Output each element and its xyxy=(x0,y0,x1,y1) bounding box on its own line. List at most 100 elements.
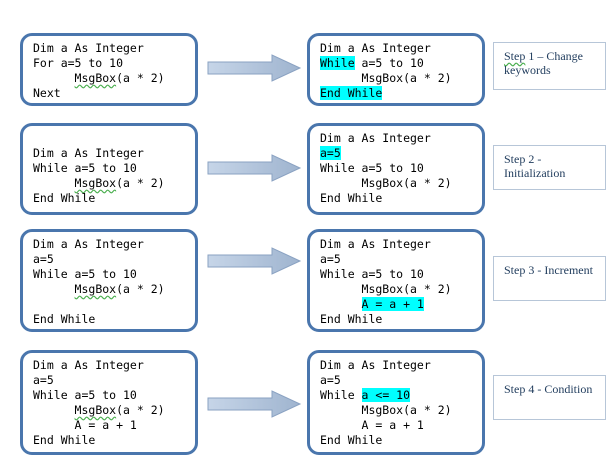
code-line xyxy=(33,131,195,146)
arrow-right-icon xyxy=(207,247,302,275)
arrow-right-icon xyxy=(207,54,302,82)
code-line: While a=5 to 10 xyxy=(33,267,195,282)
arrow-right-icon xyxy=(207,154,302,182)
code-line: a=5 xyxy=(33,252,195,267)
code-text: While a=5 to 10 xyxy=(33,388,137,402)
code-line: Dim a As Integer xyxy=(320,41,482,56)
code-line: Dim a As Integer xyxy=(33,358,195,373)
code-line: A = a + 1 xyxy=(33,418,195,433)
code-line: Dim a As Integer xyxy=(320,358,482,373)
code-text: a=5 to 10 xyxy=(354,56,424,70)
highlighted-code: a <= 10 xyxy=(361,388,411,402)
code-text xyxy=(33,71,75,85)
code-line: While a=5 to 10 xyxy=(320,161,482,176)
code-line: End While xyxy=(320,312,482,327)
code-line: A = a + 1 xyxy=(320,297,482,312)
code-text: MsgBox xyxy=(74,71,117,85)
step-label-4: Step 4 - Condition xyxy=(493,375,606,420)
code-text: MsgBox(a * 2) xyxy=(320,176,452,190)
code-text: a=5 xyxy=(320,373,341,387)
code-line: End While xyxy=(320,433,482,448)
code-line: MsgBox(a * 2) xyxy=(33,176,195,191)
code-line: a=5 xyxy=(320,252,482,267)
code-text: MsgBox xyxy=(74,282,117,296)
code-line: End While xyxy=(33,433,195,448)
code-text xyxy=(33,176,75,190)
code-text: Next xyxy=(33,86,61,100)
code-text: MsgBox(a * 2) xyxy=(320,71,452,85)
step-text-first-word: Step xyxy=(504,49,526,63)
step-text: Step 3 - Increment xyxy=(504,263,593,277)
code-line: While a=5 to 10 xyxy=(33,161,195,176)
code-line: Dim a As Integer xyxy=(33,41,195,56)
code-line: End While xyxy=(33,191,195,206)
code-text: While a=5 to 10 xyxy=(320,161,424,175)
code-line: a=5 xyxy=(33,373,195,388)
code-line: a=5 xyxy=(320,146,482,161)
code-line: MsgBox(a * 2) xyxy=(33,282,195,297)
code-text: End While xyxy=(320,312,383,326)
code-text: End While xyxy=(320,433,383,447)
code-text: While xyxy=(320,388,362,402)
step-text: Step 4 - Condition xyxy=(504,382,593,396)
code-text: End While xyxy=(33,191,96,205)
code-text: End While xyxy=(33,312,96,326)
code-text: a=5 xyxy=(33,252,54,266)
highlighted-code: a=5 xyxy=(320,146,341,160)
code-text: Dim a As Integer xyxy=(320,237,431,251)
code-line: Next xyxy=(33,86,195,101)
code-line: MsgBox(a * 2) xyxy=(320,403,482,418)
code-text: MsgBox xyxy=(74,176,117,190)
code-line: While a=5 to 10 xyxy=(320,267,482,282)
step-label-2: Step 2 - Initialization xyxy=(493,145,606,190)
code-line: MsgBox(a * 2) xyxy=(320,282,482,297)
code-text xyxy=(320,297,362,311)
step-text: Step 2 - Initialization xyxy=(504,152,566,180)
code-line: MsgBox(a * 2) xyxy=(33,71,195,86)
code-text: Dim a As Integer xyxy=(33,237,144,251)
code-text: While a=5 to 10 xyxy=(320,267,424,281)
code-text: End While xyxy=(320,191,383,205)
code-line: While a=5 to 10 xyxy=(320,56,482,71)
code-text: Dim a As Integer xyxy=(320,41,431,55)
step-label-3: Step 3 - Increment xyxy=(493,256,606,301)
code-text: (a * 2) xyxy=(116,176,165,190)
code-line: While a=5 to 10 xyxy=(33,388,195,403)
code-text xyxy=(33,282,75,296)
code-line: Dim a As Integer xyxy=(320,131,482,146)
code-text: (a * 2) xyxy=(116,71,165,85)
code-line: End While xyxy=(320,86,482,101)
code-line: Dim a As Integer xyxy=(320,237,482,252)
code-text: A = a + 1 xyxy=(320,418,424,432)
code-line: MsgBox(a * 2) xyxy=(33,403,195,418)
code-text: A = a + 1 xyxy=(33,418,137,432)
code-text: MsgBox(a * 2) xyxy=(320,282,452,296)
code-text: a=5 xyxy=(33,373,54,387)
highlighted-code: End While xyxy=(320,86,383,100)
code-line: While a <= 10 xyxy=(320,388,482,403)
code-text: Dim a As Integer xyxy=(320,131,431,145)
code-text: Dim a As Integer xyxy=(320,358,431,372)
code-text: End While xyxy=(33,433,96,447)
code-text xyxy=(33,403,75,417)
code-line: a=5 xyxy=(320,373,482,388)
step-label-1: Step 1 – Change keywords xyxy=(493,42,606,90)
code-text: Dim a As Integer xyxy=(33,146,144,160)
code-line: End While xyxy=(320,191,482,206)
code-text: MsgBox xyxy=(74,403,117,417)
code-text: (a * 2) xyxy=(116,282,165,296)
code-text: For a=5 to 10 xyxy=(33,56,124,70)
step-text: Step 1 – Change keywords xyxy=(504,49,583,77)
code-text: Dim a As Integer xyxy=(33,41,144,55)
code-text: (a * 2) xyxy=(116,403,165,417)
code-line: A = a + 1 xyxy=(320,418,482,433)
code-line: For a=5 to 10 xyxy=(33,56,195,71)
